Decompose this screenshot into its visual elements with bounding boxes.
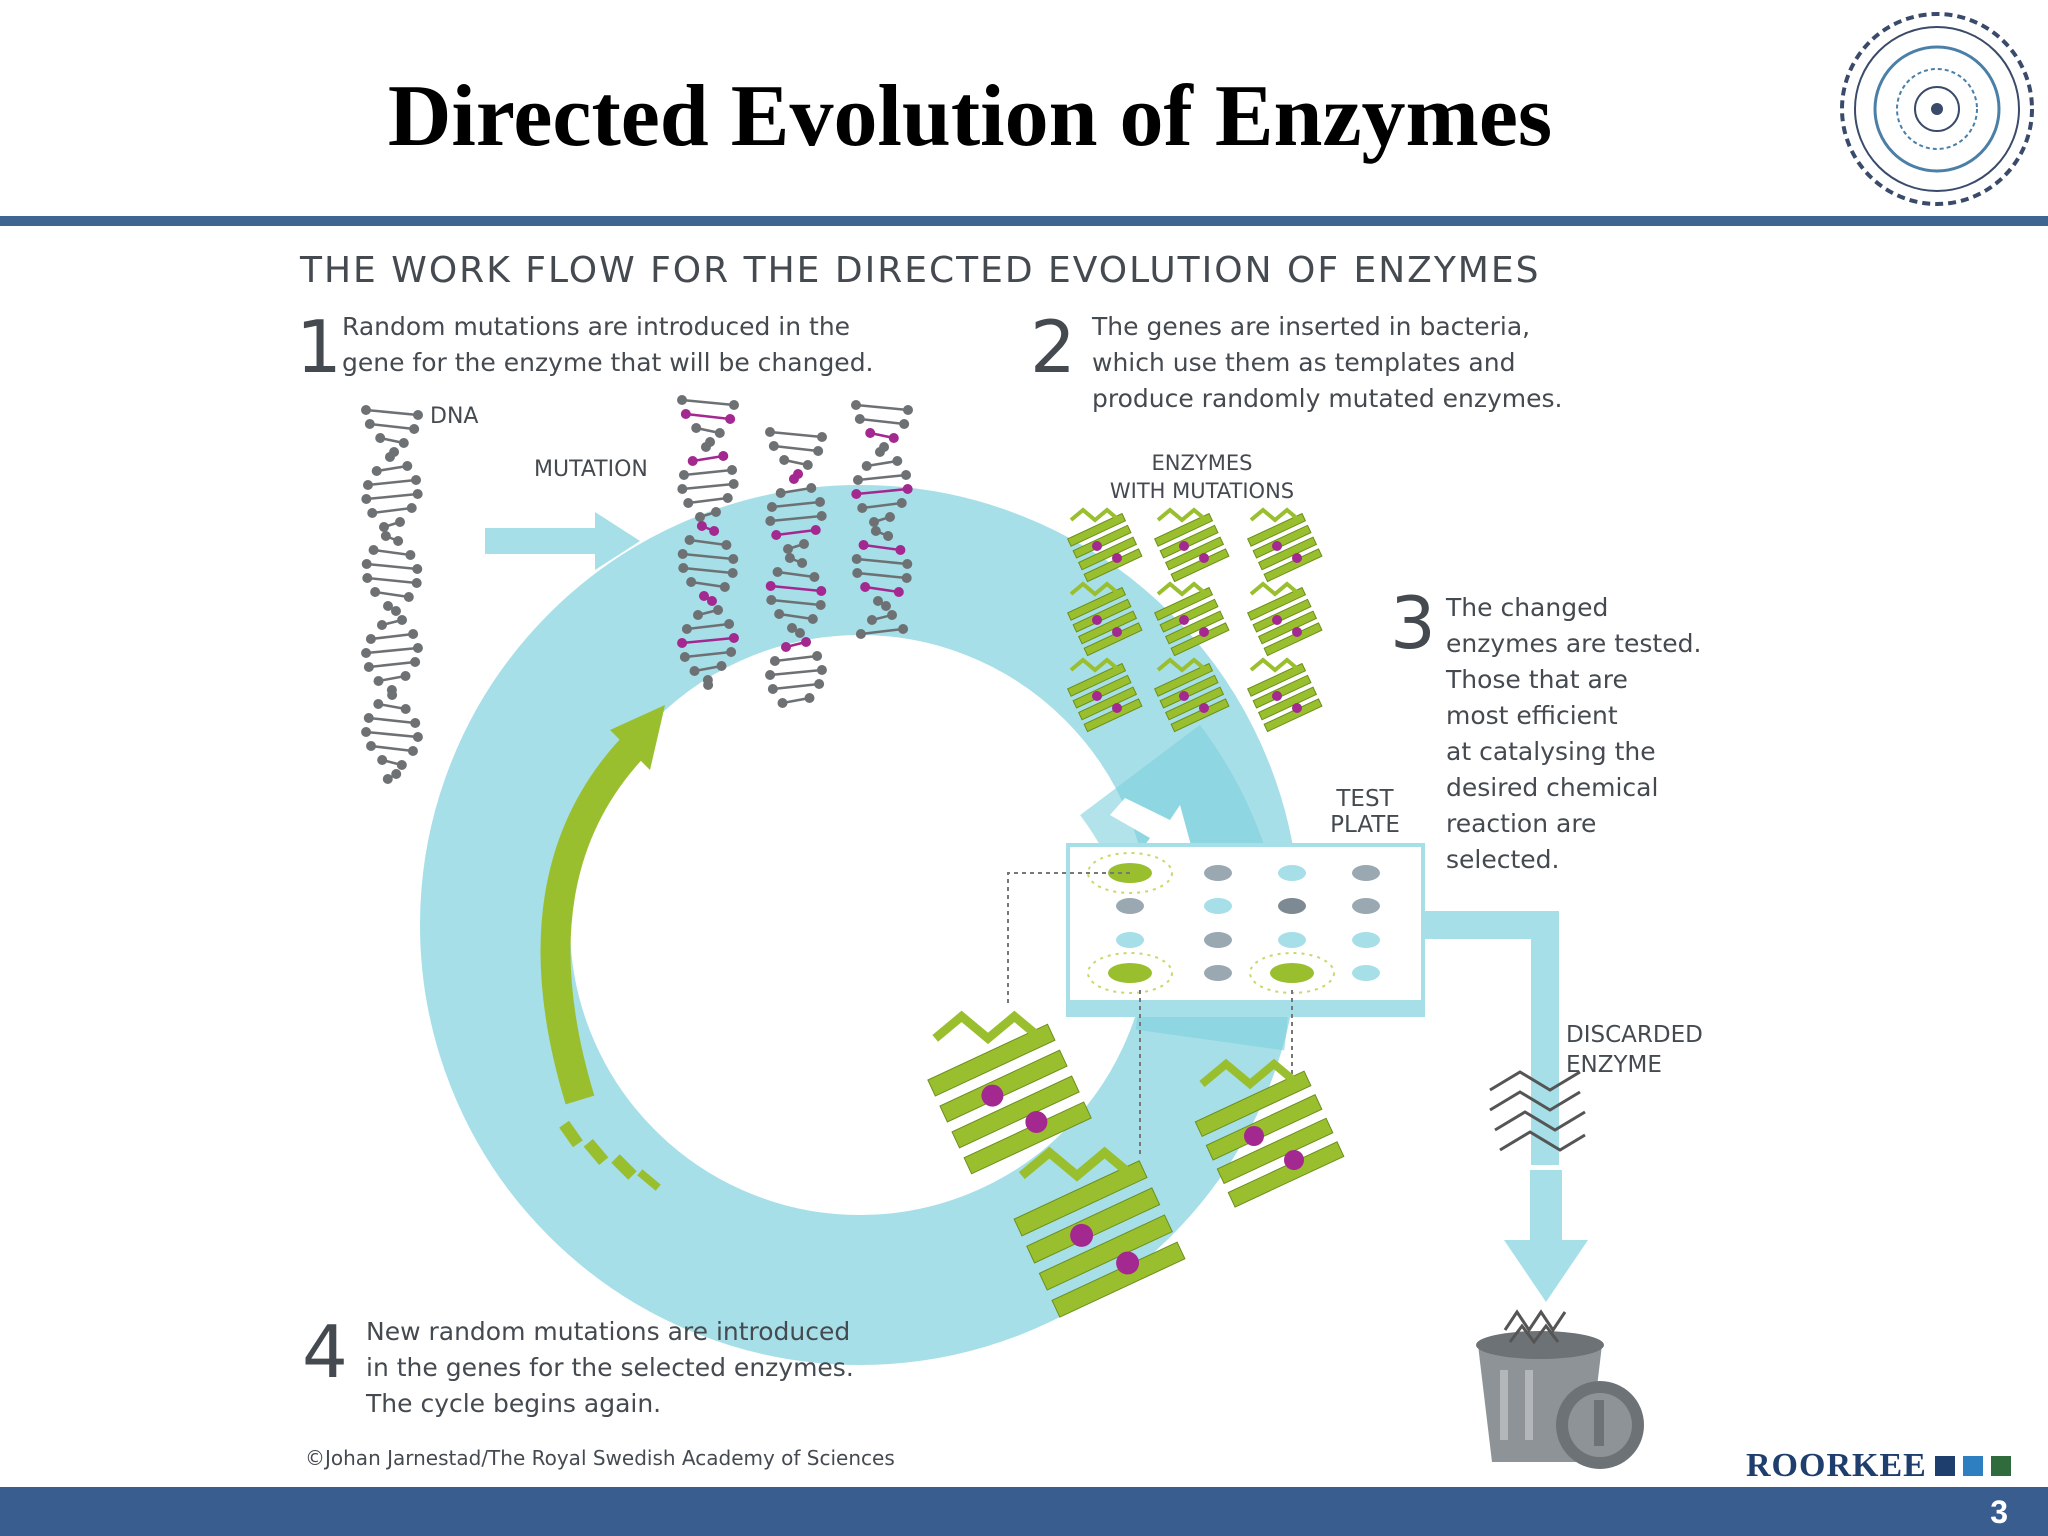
step4-number: 4: [302, 1310, 348, 1394]
selected-well: [1108, 963, 1152, 983]
step2-number: 2: [1030, 305, 1076, 389]
step2-text: The genes are inserted in bacteria, which…: [1091, 312, 1563, 413]
enzyme-icon: [1067, 581, 1143, 657]
brand-square-2: [1962, 1456, 1983, 1476]
enzyme-icon: [1247, 657, 1323, 733]
test-plate-label-1: TEST: [1335, 786, 1394, 812]
selection-dotted-lines: [1007, 872, 1293, 1155]
plate-well: [1116, 898, 1144, 914]
dna-strand: [361, 405, 423, 784]
enzyme-icon: [1247, 581, 1323, 657]
step3-line: enzymes are tested.: [1446, 629, 1701, 658]
step3-line: Those that are: [1445, 665, 1628, 694]
step1-number: 1: [296, 305, 342, 389]
green-dashes: [559, 1120, 661, 1191]
dna-strand: [765, 427, 827, 708]
step3-line: selected.: [1446, 845, 1559, 874]
enzyme-icon: [927, 1010, 1092, 1175]
slide-title: Directed Evolution of Enzymes: [387, 68, 1553, 165]
step4-line: New random mutations are introduced: [366, 1317, 850, 1346]
header-rule: [0, 216, 2048, 226]
green-cycle-arrow: [540, 729, 651, 1105]
enzyme-icon: [1067, 657, 1143, 733]
institute-seal-icon: [1840, 12, 2034, 206]
discarded-enzyme: [1489, 1070, 1586, 1152]
cycle-arrow-1: [845, 652, 1005, 728]
plate-well: [1278, 898, 1306, 914]
step2-line: produce randomly mutated enzymes.: [1092, 384, 1563, 413]
discard-arrow: [1504, 1170, 1588, 1302]
figure-credit: ©Johan Jarnestad/The Royal Swedish Acade…: [305, 1446, 895, 1470]
plate-well: [1204, 898, 1232, 914]
figure-heading: THE WORK FLOW FOR THE DIRECTED EVOLUTION…: [299, 250, 1540, 291]
step2-line: The genes are inserted in bacteria,: [1091, 312, 1530, 341]
enzymes-label-2: WITH MUTATIONS: [1110, 479, 1294, 503]
step3-line: The changed: [1445, 593, 1608, 622]
dna-strand: [851, 400, 913, 639]
brand-square-1: [1934, 1456, 1955, 1476]
dna-label: DNA: [430, 404, 478, 429]
enzyme-icon: [1154, 657, 1230, 733]
enzyme-icon: [1247, 507, 1323, 583]
plate-well: [1204, 965, 1232, 981]
plate-well: [1352, 932, 1380, 948]
selected-well: [1270, 963, 1314, 983]
brand-square-3: [1990, 1456, 2011, 1476]
plate-well: [1352, 865, 1380, 881]
step2-line: which use them as templates and: [1092, 348, 1515, 377]
mutation-label: MUTATION: [534, 457, 648, 482]
step4-line: in the genes for the selected enzymes.: [366, 1353, 854, 1382]
step3-line: reaction are: [1446, 809, 1596, 838]
plate-well: [1352, 898, 1380, 914]
discarded-label-1: DISCARDED: [1566, 1022, 1703, 1048]
test-plate-label-2: PLATE: [1330, 812, 1400, 838]
step1-line: gene for the enzyme that will be changed…: [342, 348, 874, 377]
enzyme-icon: [1013, 1146, 1186, 1318]
test-plate: [1066, 843, 1425, 1017]
plate-well: [1204, 932, 1232, 948]
plate-well: [1116, 932, 1144, 948]
plate-well: [1352, 965, 1380, 981]
step3-line: most efficient: [1446, 701, 1618, 730]
page-number: 3: [1990, 1494, 2008, 1530]
enzyme-icon: [1154, 507, 1230, 583]
brand-mark: ROORKEE: [1746, 1446, 2011, 1486]
brand-text: ROORKEE: [1746, 1447, 1927, 1484]
plate-well: [1204, 865, 1232, 881]
trash-bin-icon: [1476, 1309, 1644, 1469]
discard-channel: [1420, 911, 1559, 1165]
step4-line: The cycle begins again.: [365, 1389, 661, 1418]
plate-well: [1278, 932, 1306, 948]
plate-well: [1278, 865, 1306, 881]
enzymes-label-1: ENZYMES: [1152, 451, 1253, 475]
step3-number: 3: [1390, 581, 1436, 665]
footer-bar: [0, 1487, 2048, 1536]
dna-strand: [677, 395, 739, 690]
selected-enzymes: [927, 1010, 1345, 1318]
enzyme-icon: [1194, 1058, 1345, 1208]
enzyme-icon: [1067, 507, 1143, 583]
discarded-label-2: ENZYME: [1566, 1052, 1662, 1078]
green-arrowhead: [610, 705, 665, 770]
step1-text: Random mutations are introduced in the ge…: [342, 312, 874, 377]
step4-text: New random mutations are introduced in th…: [365, 1317, 854, 1418]
enzyme-grid: [1067, 507, 1323, 733]
step3-line: desired chemical: [1446, 773, 1658, 802]
step1-line: Random mutations are introduced in the: [342, 312, 850, 341]
dna-strands: [361, 395, 913, 784]
step3-line: at catalysing the: [1446, 737, 1656, 766]
enzyme-icon: [1154, 581, 1230, 657]
step1-arrow: [485, 512, 640, 570]
step3-text: The changed enzymes are tested. Those that…: [1445, 593, 1701, 874]
